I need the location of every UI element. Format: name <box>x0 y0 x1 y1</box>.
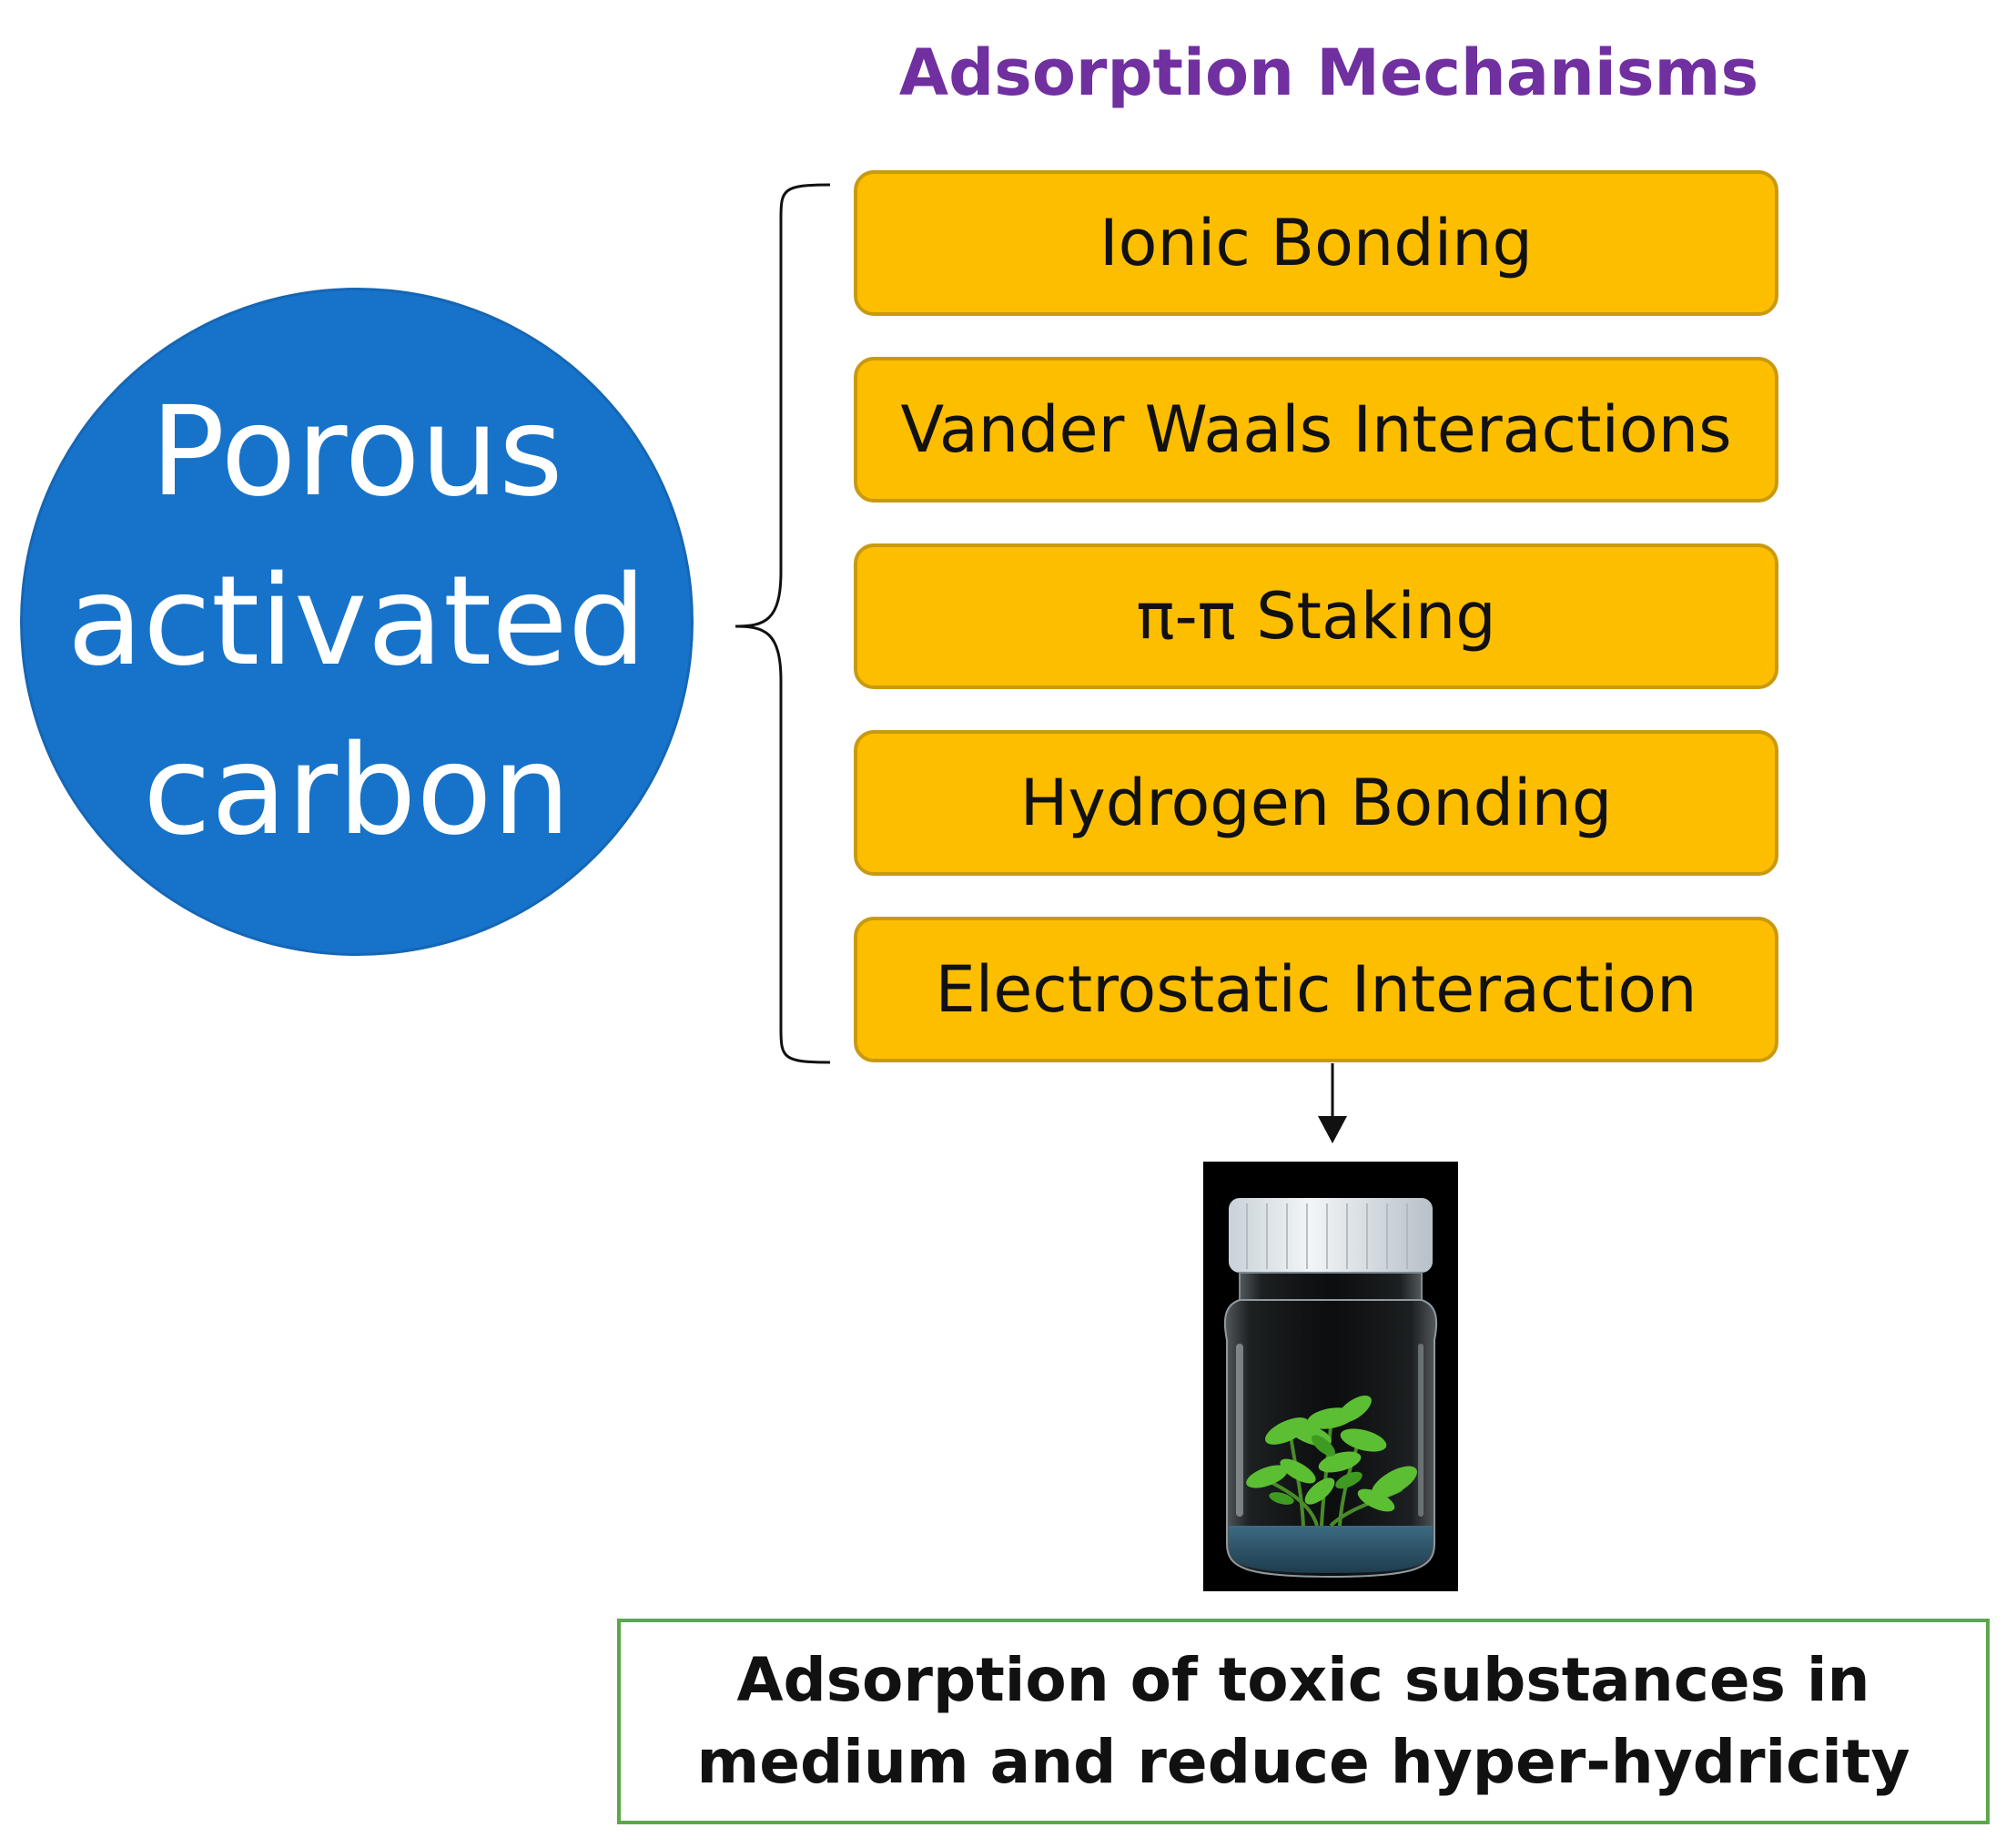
mechanism-label: π-π Staking <box>1136 579 1496 654</box>
mechanism-label: Hydrogen Bonding <box>1019 766 1613 840</box>
mechanism-box-pi-pi-stacking: π-π Staking <box>854 543 1778 689</box>
circle-text-line-1: Porous <box>150 381 563 524</box>
circle-text-line-3: carbon <box>143 719 571 863</box>
mechanism-label: Vander Waals Interactions <box>900 392 1732 467</box>
circle-text-line-2: activated <box>66 550 647 694</box>
result-box: Adsorption of toxic substances in medium… <box>617 1619 1990 1824</box>
mechanism-list: Ionic Bonding Vander Waals Interactions … <box>854 170 1778 1103</box>
porous-activated-carbon-circle: Porous activated carbon <box>20 288 694 956</box>
result-text: Adsorption of toxic substances in medium… <box>696 1645 1910 1797</box>
mechanism-label: Electrostatic Interaction <box>935 952 1697 1027</box>
mechanism-label: Ionic Bonding <box>1099 206 1533 280</box>
mechanism-box-ionic-bonding: Ionic Bonding <box>854 170 1778 316</box>
plant-culture-jar-photo <box>1203 1162 1458 1591</box>
mechanism-box-electrostatic: Electrostatic Interaction <box>854 917 1778 1062</box>
mechanism-box-hydrogen-bonding: Hydrogen Bonding <box>854 730 1778 876</box>
down-arrow-icon <box>1318 1063 1347 1143</box>
diagram-title: Adsorption Mechanisms <box>898 36 1759 110</box>
curly-brace-connector <box>735 183 831 1064</box>
mechanism-box-vander-waals: Vander Waals Interactions <box>854 357 1778 503</box>
